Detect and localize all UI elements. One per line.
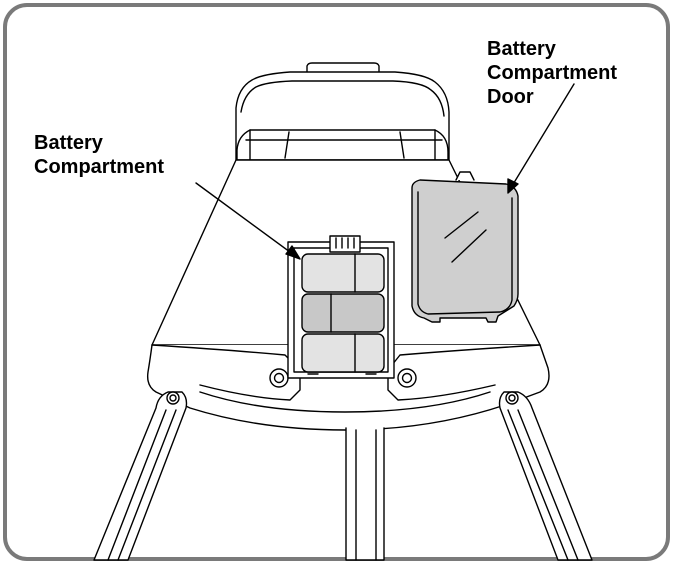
battery-cell-2 (301, 293, 385, 333)
right-screw (397, 368, 417, 388)
battery-cell-3 (301, 333, 385, 373)
left-screw (269, 368, 289, 388)
frame-border (3, 3, 670, 561)
battery-compartment-door-label-line1: Battery (487, 38, 556, 60)
battery-compartment-label-line1: Battery (34, 132, 103, 154)
battery-compartment-label: Battery Compartment (34, 131, 164, 179)
leader-arrow-compartment (285, 245, 301, 260)
leader-line-compartment (195, 182, 295, 256)
battery-compartment (287, 235, 395, 379)
tripod-left-leg (93, 391, 188, 561)
battery-compartment-label-line2: Compartment (34, 156, 165, 178)
battery-compartment-door-label-line3: Door (487, 86, 534, 108)
tripod-right-leg (498, 391, 593, 561)
battery-compartment-door (411, 171, 519, 323)
tripod-hinge-bar (146, 344, 550, 431)
battery-compartment-door-label: Battery Compartment Door (487, 37, 617, 109)
leader-line-door (511, 83, 575, 187)
tripod-top-handle (235, 62, 450, 161)
tripod-center-leg (345, 427, 385, 561)
leader-arrow-door (507, 178, 519, 194)
battery-cell-1 (301, 253, 385, 293)
battery-compartment-door-label-line2: Compartment (487, 62, 618, 84)
